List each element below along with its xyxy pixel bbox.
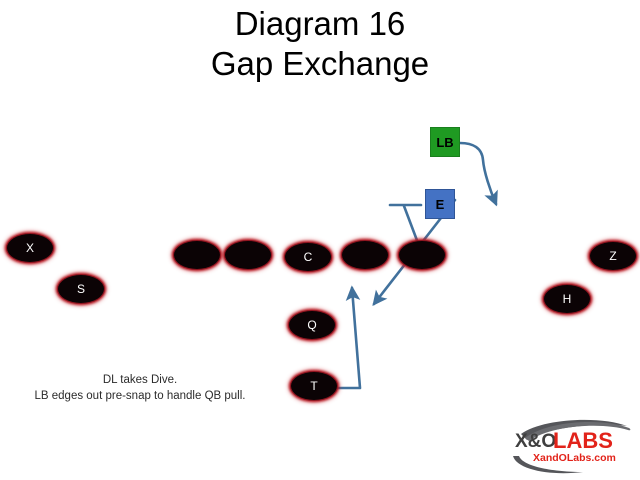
logo-swoosh-bottom (513, 456, 583, 474)
defender-linebacker-label: LB (436, 134, 454, 150)
player-left-guard-label (225, 241, 271, 269)
player-tailback-label: T (310, 379, 318, 393)
player-right-tackle-label (399, 241, 445, 269)
player-center-label: C (303, 250, 313, 264)
player-right-tackle[interactable] (398, 240, 446, 270)
player-left-tackle-label (174, 241, 220, 269)
player-z-label: Z (609, 249, 617, 263)
player-s-label: S (76, 282, 85, 296)
player-z[interactable]: Z (589, 241, 637, 271)
player-quarterback[interactable]: Q (288, 310, 336, 340)
logo-brand-labs: LABS (553, 428, 613, 453)
coaching-note-line-2: LB edges out pre-snap to handle QB pull. (34, 390, 246, 402)
logo-brand-xo: X&O (515, 431, 556, 452)
logo-swoosh-top (521, 419, 627, 440)
title-line-2: Gap Exchange (210, 45, 430, 82)
player-x[interactable]: X (6, 233, 54, 263)
logo-swoosh-top-arc (525, 422, 631, 441)
coaching-note-line-1: DL takes Dive. (102, 374, 178, 386)
player-right-guard[interactable] (341, 240, 389, 270)
player-h[interactable]: H (543, 284, 591, 314)
coaching-note: DL takes Dive. LB edges out pre-snap to … (10, 372, 270, 404)
title-line-1: Diagram 16 (234, 5, 406, 42)
defender-linebacker[interactable]: LB (430, 127, 460, 157)
logo-url: XandOLabs.com (533, 452, 616, 464)
xandolabs-logo[interactable]: X&O LABS XandOLabs.com (505, 414, 637, 478)
player-tailback[interactable]: T (290, 371, 338, 401)
player-left-guard[interactable] (224, 240, 272, 270)
defender-end-label: E (435, 196, 445, 212)
player-left-tackle[interactable] (173, 240, 221, 270)
player-center[interactable]: C (284, 242, 332, 272)
player-x-label: X (25, 241, 34, 255)
page-title: Diagram 16 Gap Exchange (0, 4, 640, 84)
player-h-label: H (562, 292, 572, 306)
player-quarterback-label: Q (307, 318, 317, 332)
lb-path-arrow (458, 141, 498, 207)
player-right-guard-label (342, 241, 388, 269)
player-s[interactable]: S (57, 274, 105, 304)
defender-end[interactable]: E (425, 189, 455, 219)
